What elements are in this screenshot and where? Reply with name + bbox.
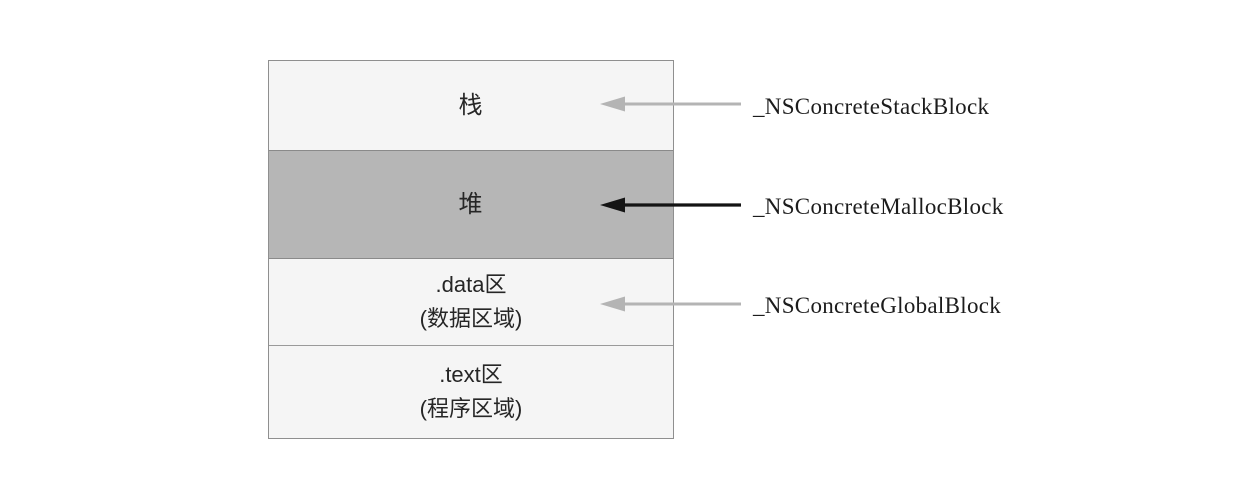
section-data-sublabel: (数据区域) — [419, 306, 523, 331]
arrow-head — [600, 197, 625, 213]
annotation-global-block: _NSConcreteGlobalBlock — [753, 293, 1002, 318]
section-text-label: .text区 — [439, 362, 503, 387]
memory-box: 栈 堆 .data区 (数据区域) .text区 (程序区域) — [268, 60, 674, 439]
arrow-head — [600, 296, 625, 312]
left-arrow-icon — [600, 197, 741, 213]
annotation-stack-block: _NSConcreteStackBlock — [753, 94, 990, 119]
section-data-label: .data区 — [435, 272, 507, 297]
left-arrow-icon — [600, 296, 741, 312]
section-text-segment: .text区 (程序区域) — [269, 346, 673, 438]
annotation-malloc-block: _NSConcreteMallocBlock — [753, 194, 1004, 219]
section-stack-label: 栈 — [458, 91, 484, 119]
left-arrow-icon — [600, 96, 741, 112]
section-text-sublabel: (程序区域) — [419, 396, 523, 421]
arrow-head — [600, 96, 625, 112]
section-stack: 栈 — [269, 61, 673, 151]
section-heap-label: 堆 — [458, 190, 484, 218]
section-data-segment: .data区 (数据区域) — [269, 259, 673, 346]
